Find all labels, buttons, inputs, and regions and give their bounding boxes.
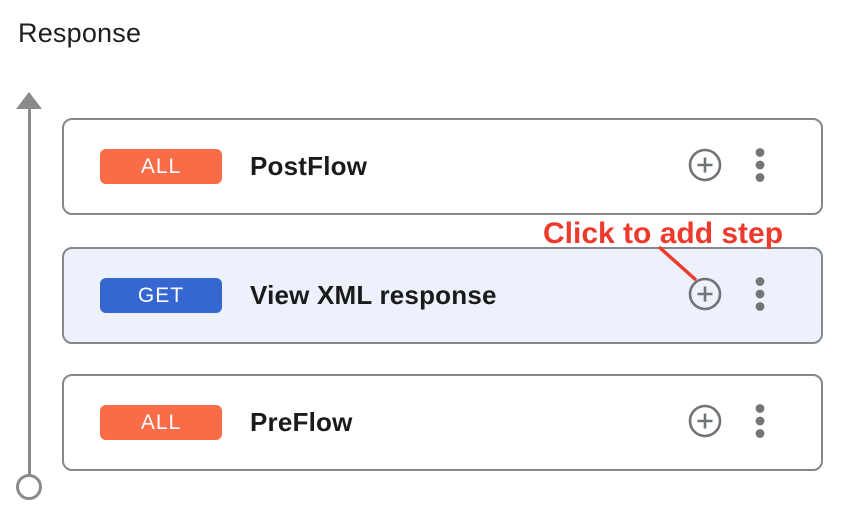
card-menu-button[interactable] xyxy=(745,402,775,443)
circle-endpoint-icon xyxy=(16,474,42,500)
flow-card-view-xml-response[interactable]: GET View XML response xyxy=(62,247,823,344)
add-step-button[interactable] xyxy=(687,276,723,315)
annotation-text: Click to add step xyxy=(543,217,784,250)
plus-circle-icon xyxy=(687,276,723,315)
card-menu-button[interactable] xyxy=(745,146,775,187)
kebab-menu-icon xyxy=(745,275,775,316)
kebab-menu-icon xyxy=(745,402,775,443)
arrow-up-icon xyxy=(16,92,42,109)
kebab-menu-icon xyxy=(745,146,775,187)
flow-card-title: PostFlow xyxy=(250,151,368,181)
method-badge: ALL xyxy=(100,405,222,440)
panel-title: Response xyxy=(18,18,142,48)
flow-card-postflow[interactable]: ALL PostFlow xyxy=(62,118,823,215)
add-step-button[interactable] xyxy=(687,147,723,186)
flow-card-title: View XML response xyxy=(250,280,497,310)
add-step-button[interactable] xyxy=(687,403,723,442)
plus-circle-icon xyxy=(687,403,723,442)
method-badge: GET xyxy=(100,278,222,313)
flow-card-title: PreFlow xyxy=(250,407,353,437)
flow-card-preflow[interactable]: ALL PreFlow xyxy=(62,374,823,471)
flow-direction-line xyxy=(28,107,31,476)
method-badge: ALL xyxy=(100,149,222,184)
plus-circle-icon xyxy=(687,147,723,186)
card-menu-button[interactable] xyxy=(745,275,775,316)
